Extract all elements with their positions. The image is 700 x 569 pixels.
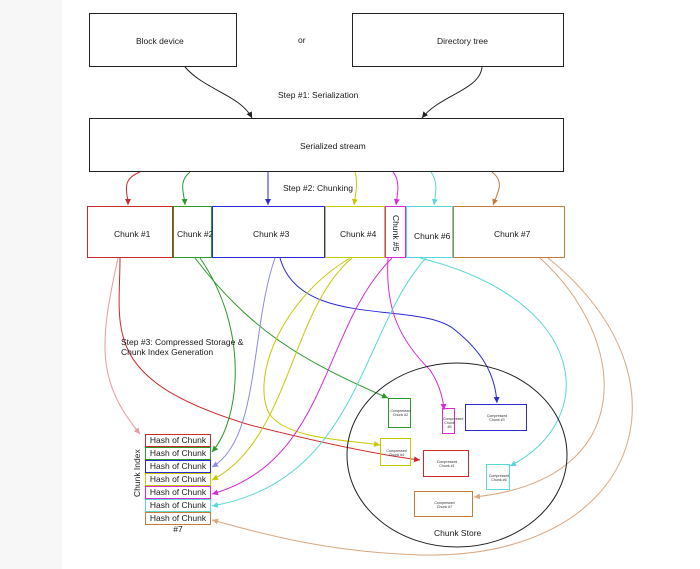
chunk-7: Chunk #7 [453,206,565,258]
arrow-chunk7 [491,171,500,206]
compressed-chunk-5: Compressed Chunk #5 [442,408,463,434]
cc6-line1: Compressed [488,474,510,478]
cc1-line2: Chunk #1 [439,464,455,468]
chunk-6: Chunk #6 [406,206,453,258]
directory-tree-box: Directory tree [352,13,564,67]
chunk-5: Chunk #5 [385,206,406,258]
chunk-store-title: Chunk Store [434,528,482,538]
compressed-chunk-1-label: Compressed Chunk #1 [424,460,470,468]
chunk-5-label: Chunk #5 [391,215,401,252]
compressed-chunk-2: Compressed Chunk #2 [388,398,411,428]
hash-1: Hash of Chunk #1 [145,434,211,456]
serialized-stream-label: Serialized stream [300,141,366,151]
compressed-chunk-4-label: Compressed Chunk #4 [381,449,412,457]
arrow-c2-store [194,257,389,399]
compressed-chunk-3: Compressed Chunk #3 [465,404,527,431]
chunk-1-label: Chunk #1 [114,229,151,239]
cc5-line1: Compressed [443,417,464,421]
cc7-line2: Chunk #7 [436,505,453,509]
arrow-c4-hash [211,257,353,481]
arrow-c3-store [279,257,500,404]
arrow-chunk4 [351,171,358,206]
arrow-c5-store [387,257,447,411]
arrow-c5-hash [211,257,393,496]
cc2-line1: Compressed [390,409,411,413]
chunk-6-label: Chunk #6 [414,231,451,241]
cc7-line1: Compressed [434,501,455,505]
compressed-chunk-5-label: Compressed Chunk #5 [443,417,463,429]
chunk-2: Chunk #2 [173,206,214,258]
arrow-c1-store [118,257,421,463]
serialized-stream-box: Serialized stream [89,118,564,172]
cc3-line2: Chunk #3 [489,418,505,422]
step3-label-line2: Chunk Index Generation [121,347,214,357]
arrow-c1-hash [104,257,141,435]
hash-3: Hash of Chunk #3 [145,460,211,482]
compressed-chunk-4: Compressed Chunk #4 [380,438,411,466]
arrow-dir-to-stream [421,66,483,119]
or-label: or [298,35,306,45]
cc4-line1: Compressed [386,449,407,453]
chunk-2-label: Chunk #2 [177,229,214,239]
chunk-1: Chunk #1 [87,206,173,258]
arrow-c6-hash [211,257,427,508]
arrow-chunk1 [124,171,141,206]
chunk-index-title: Chunk Index [132,449,142,497]
chunk-3: Chunk #3 [212,206,325,258]
compressed-chunk-3-label: Compressed Chunk #3 [466,414,528,422]
arrow-c6-store [419,257,567,467]
compressed-chunk-1: Compressed Chunk #1 [423,450,469,477]
arrow-chunk2 [181,171,191,206]
hash-2: Hash of Chunk #2 [145,447,211,469]
chunk-7-label: Chunk #7 [494,229,531,239]
arrow-c4-store [263,257,381,447]
step3-label-line1: Step #3: Compressed Storage & [121,337,244,347]
arrow-c2-hash [199,257,236,453]
chunk-store-circle [346,362,568,548]
cc6-line2: Chunk #6 [491,478,507,482]
cc4-line2: Chunk #4 [388,453,405,457]
cc2-line2: Chunk #2 [392,413,409,417]
cc5-line2: Chunk #5 [444,421,455,429]
block-device-box: Block device [89,13,237,67]
block-device-label: Block device [136,36,184,46]
compressed-chunk-6-label: Compressed Chunk #6 [487,474,511,482]
hash-5: Hash of Chunk #5 [145,486,211,508]
hash-4: Hash of Chunk #4 [145,473,211,495]
step2-label: Step #2: Chunking [283,183,353,193]
hash-6: Hash of Chunk #6 [145,499,211,521]
cc3-line1: Compressed [486,414,508,418]
hash-7: Hash of Chunk #7 [145,512,211,534]
compressed-chunk-7: Compressed Chunk #7 [414,491,473,517]
compressed-chunk-2-label: Compressed Chunk #2 [390,409,411,417]
compressed-chunk-6: Compressed Chunk #6 [486,464,510,490]
arrow-block-to-stream [184,66,253,119]
directory-tree-label: Directory tree [437,36,489,46]
compressed-chunk-7-label: Compressed Chunk #7 [415,501,474,509]
chunk-4-label: Chunk #4 [340,229,377,239]
chunk-3-label: Chunk #3 [253,229,290,239]
arrow-chunk6 [430,171,438,206]
chunk-4: Chunk #4 [325,206,385,258]
arrow-c7-hash [211,257,633,556]
arrow-c7-store [473,257,605,500]
cc1-line1: Compressed [436,460,458,464]
arrow-c3-hash [211,257,276,468]
step1-label: Step #1: Serialization [278,90,359,100]
arrow-chunk5 [392,171,400,206]
